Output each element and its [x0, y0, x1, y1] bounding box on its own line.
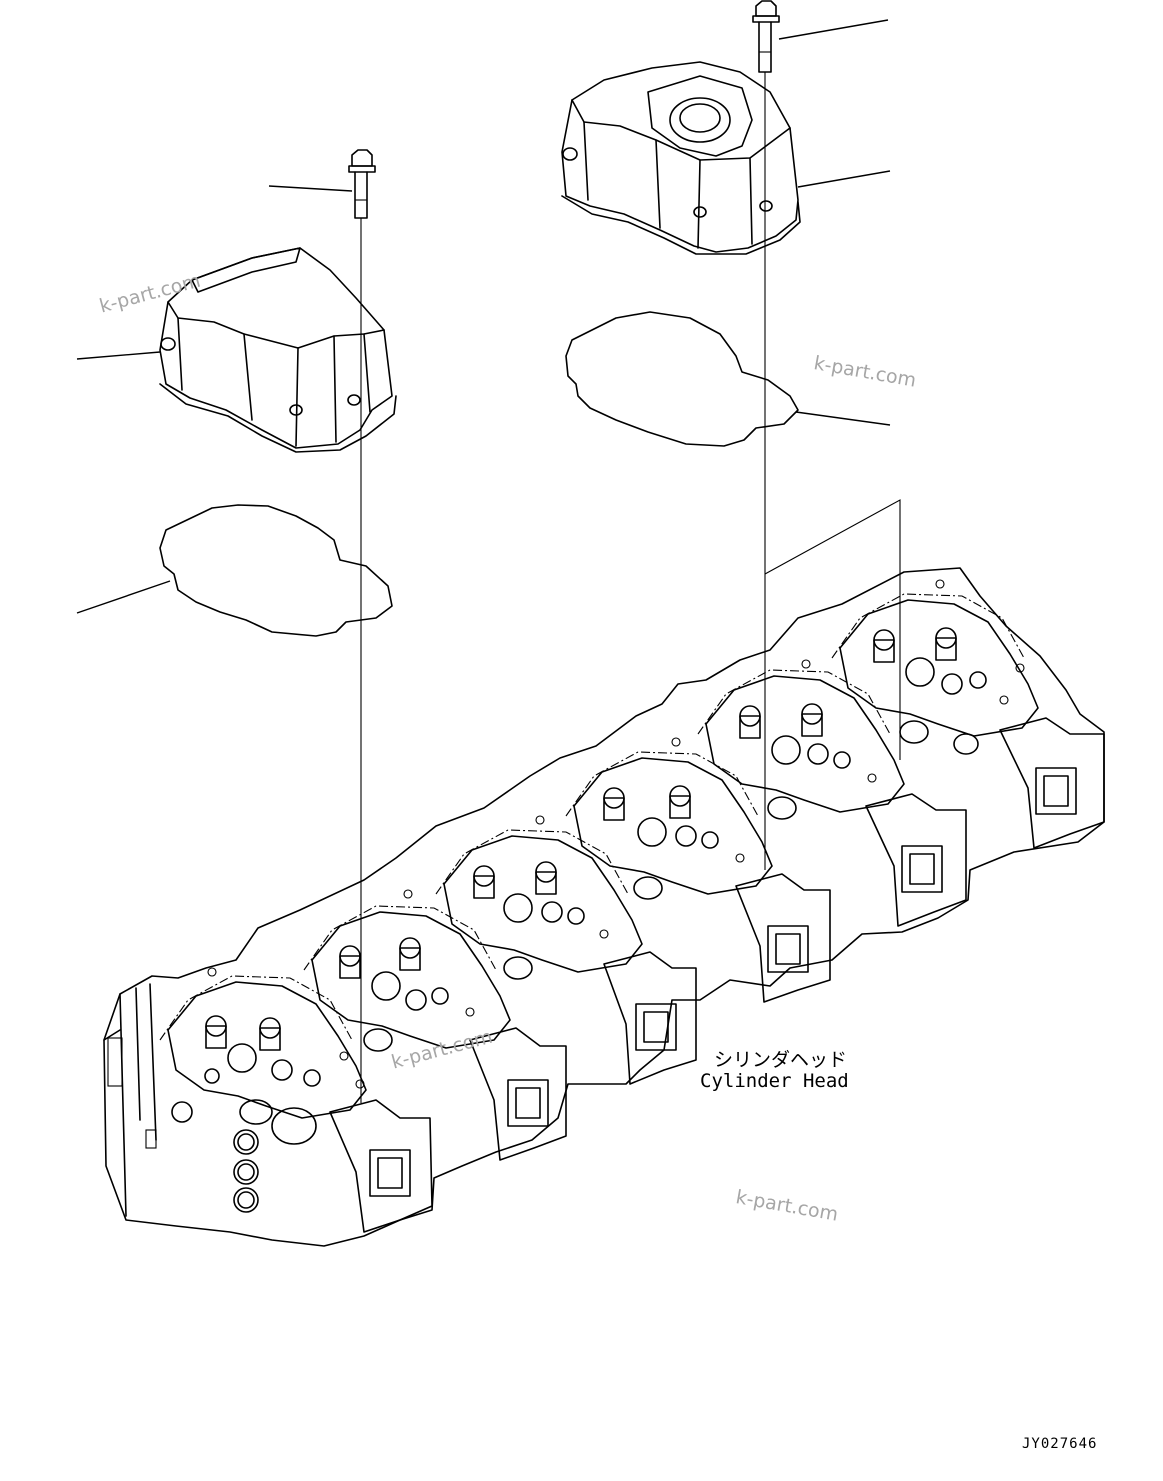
cylinder-head — [103, 567, 1105, 1247]
leader-gasket-right — [795, 411, 891, 426]
head-cover-right — [561, 61, 801, 255]
cylinder-head-label-jp: シリンダヘッド — [714, 1049, 848, 1071]
cylinder-section-5 — [697, 669, 967, 927]
leader-gasket-left — [76, 580, 171, 614]
cylinder-head-label-en: Cylinder Head — [700, 1070, 849, 1092]
leader-head-cover-left — [76, 351, 161, 360]
gasket-left — [159, 504, 393, 637]
bolt-left — [348, 149, 376, 219]
cylinder-section-3 — [435, 829, 697, 1085]
cylinder-section-6 — [831, 593, 1105, 849]
head-cover-left — [159, 247, 397, 453]
leader-head-cover-right — [797, 170, 891, 188]
gasket-right — [565, 311, 799, 447]
cylinder-section-2 — [303, 905, 567, 1161]
cylinder-section-1 — [159, 975, 433, 1233]
drawing-code: JY027646 — [1022, 1436, 1098, 1452]
leader-bolt-right — [778, 19, 889, 40]
bracket-line — [764, 499, 901, 760]
leader-bolt-left — [268, 185, 353, 192]
bolt-right — [752, 0, 780, 73]
